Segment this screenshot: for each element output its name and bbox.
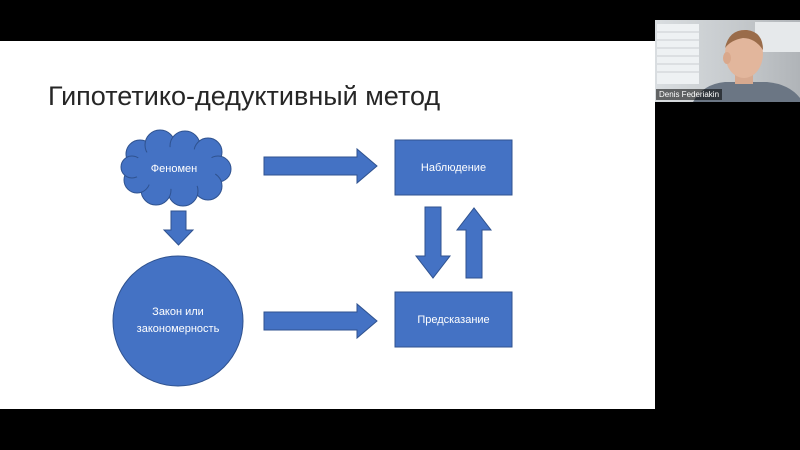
prediction-label: Предсказание (417, 314, 489, 326)
arrow-phenomenon-to-observation (263, 147, 378, 185)
arrow-prediction-to-observation (455, 207, 493, 279)
observation-box: Наблюдение (394, 139, 513, 196)
phenomenon-label: Феномен (151, 163, 197, 175)
slide-title: Гипотетико-дедуктивный метод (48, 81, 441, 111)
method-diagram: Феномен Закон или закономерность Наблюде… (112, 129, 513, 387)
phenomenon-cloud: Феномен (120, 129, 232, 207)
law-label-line1: Закон или (152, 306, 204, 318)
participant-video (655, 20, 800, 102)
prediction-box: Предсказание (394, 291, 513, 348)
law-label-line2: закономерность (137, 323, 220, 335)
presentation-slide: Гипотетико-дедуктивный метод Феномен (0, 41, 655, 409)
arrow-phenomenon-to-law (162, 210, 195, 246)
participant-name-label: Denis Federiakin (656, 89, 723, 100)
participant-video-tile[interactable]: Denis Federiakin (655, 20, 800, 102)
law-circle: Закон или закономерность (112, 255, 244, 387)
observation-label: Наблюдение (421, 162, 486, 174)
arrow-observation-to-prediction (414, 206, 452, 279)
arrow-law-to-prediction (263, 302, 378, 340)
